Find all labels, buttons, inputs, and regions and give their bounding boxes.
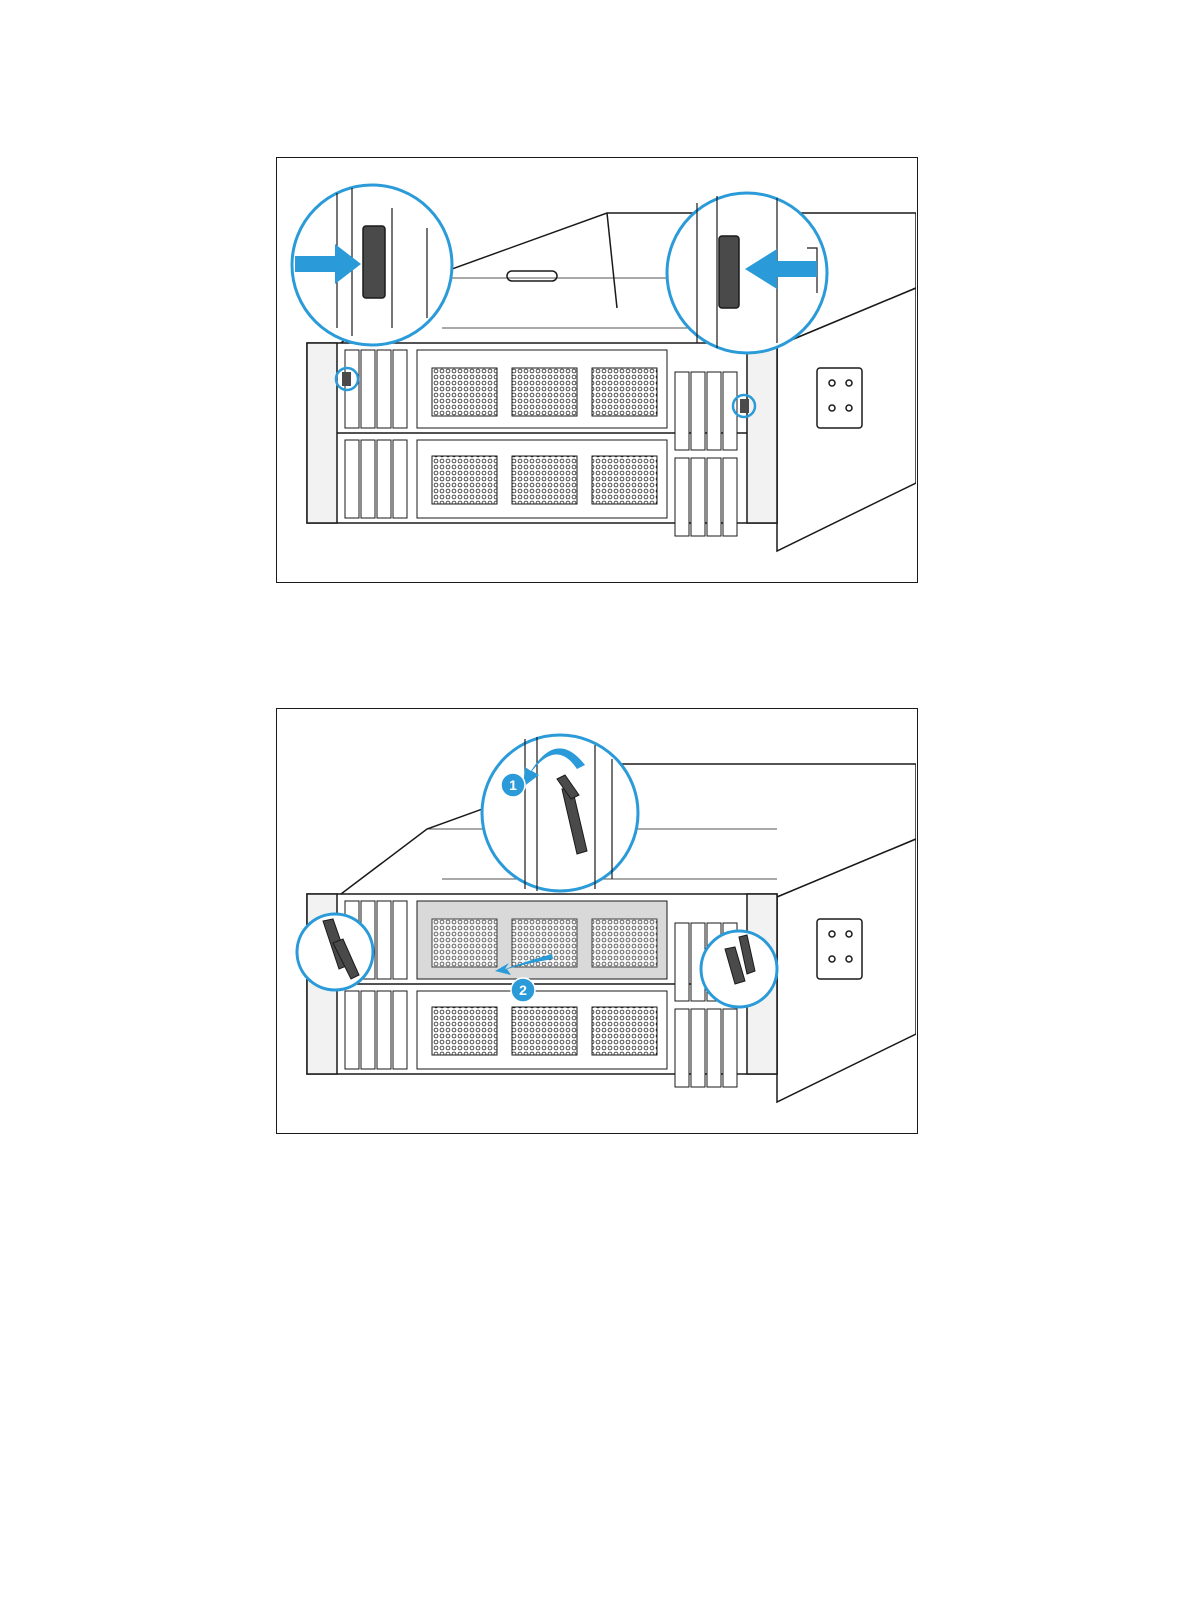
mesh-panels <box>417 991 667 1069</box>
zoom-callout-left <box>292 185 452 345</box>
remove-drive-cage-figure: 2 1 <box>276 708 918 1134</box>
server-illustration-1 <box>277 158 916 581</box>
callout-1: 1 <box>501 773 525 797</box>
server-illustration-2: 2 1 <box>277 709 916 1132</box>
latch-callout-left <box>297 914 373 990</box>
latch-icon-right <box>740 399 749 413</box>
latch-icon-left <box>342 372 351 386</box>
zoom-callout-right <box>667 193 827 353</box>
chassis-front <box>307 343 777 536</box>
release-latch-figure <box>276 157 918 583</box>
latch-zoom-right <box>719 236 739 308</box>
latch-callout-right <box>701 931 777 1007</box>
callout-2: 2 <box>511 978 535 1002</box>
latch-zoom-left <box>363 226 385 298</box>
callout-2-label: 2 <box>519 982 527 998</box>
zoom-callout-latch: 1 <box>482 735 638 891</box>
drive-cage-shaded <box>417 901 667 979</box>
callout-1-label: 1 <box>509 777 517 793</box>
